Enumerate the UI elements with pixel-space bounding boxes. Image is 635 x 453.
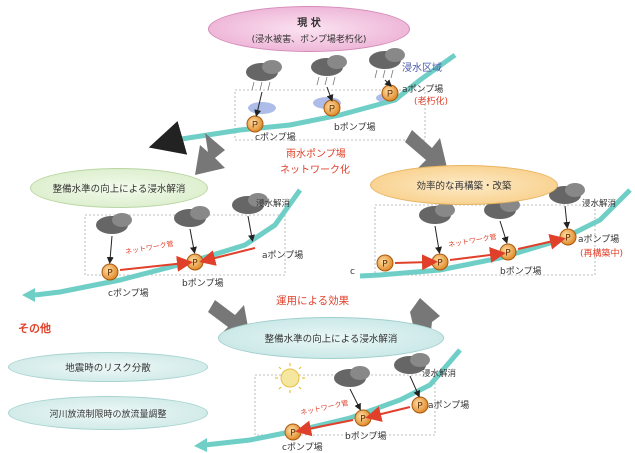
top-b-pump-label: bポンプ場	[334, 123, 376, 133]
operation-effect-label: 運用による効果	[276, 295, 350, 307]
flow-arrows	[195, 130, 448, 340]
network-note-line1: 雨水ポンプ場	[286, 149, 346, 160]
sun-icon	[275, 363, 305, 393]
svg-text:P: P	[387, 89, 393, 99]
svg-text:P: P	[107, 269, 113, 279]
left-a-pump: aポンプ場	[262, 251, 304, 261]
cloud-icon	[96, 213, 132, 234]
cloud-icon	[369, 48, 405, 69]
down-left-arrow	[195, 133, 225, 175]
cloud-icon	[334, 366, 370, 387]
svg-text:P: P	[360, 415, 366, 425]
right-b-pump: bポンプ場	[500, 267, 542, 277]
cloud-icon	[394, 353, 430, 374]
other-heading: その他	[18, 322, 51, 335]
top-a-aging-label: (老朽化)	[414, 97, 449, 107]
bottom-c-pump: cポンプ場	[282, 443, 323, 453]
svg-text:P: P	[565, 234, 571, 244]
right-mid-title: 効率的な再構築・改築	[416, 181, 512, 192]
right-c-pump: c	[350, 267, 355, 277]
bottom-oval: 整備水準の向上による浸水解消	[218, 317, 444, 359]
cloud-icon	[311, 55, 347, 76]
svg-text:P: P	[382, 260, 388, 270]
bottom-a-pump: aポンプ場	[428, 401, 470, 411]
cloud-icon	[246, 60, 282, 81]
right-mid-oval: 効率的な再構築・改築	[370, 165, 558, 205]
svg-text:P: P	[252, 120, 258, 130]
current-state-oval: 現 状 (浸水被害、ポンプ場老朽化)	[208, 6, 410, 52]
svg-text:P: P	[329, 104, 335, 114]
current-state-title: 現 状	[297, 17, 321, 29]
svg-text:P: P	[505, 249, 511, 259]
svg-text:P: P	[437, 259, 443, 269]
svg-text:P: P	[192, 259, 198, 269]
left-mid-panel: P P	[22, 188, 303, 302]
cloud-icon	[174, 206, 210, 227]
top-c-pump-label: cポンプ場	[255, 133, 296, 143]
flood-puddle	[248, 102, 276, 114]
bottom-title: 整備水準の向上による浸水解消	[264, 334, 398, 345]
network-note-line2: ネットワーク化	[280, 165, 350, 176]
top-panel: P P P	[148, 48, 457, 155]
left-flood-resolved: 浸水解消	[256, 199, 291, 209]
svg-text:P: P	[417, 402, 423, 412]
cloud-icon	[232, 193, 268, 214]
right-mid-panel: P P P P	[359, 183, 632, 279]
cloud-icon	[549, 183, 585, 204]
left-b-pump: bポンプ場	[182, 279, 224, 289]
left-mid-oval: 整備水準の向上による浸水解消	[30, 168, 208, 208]
svg-text:P: P	[290, 429, 296, 439]
other-item2: 河川放流制限時の放流量調整	[49, 409, 167, 420]
river	[174, 52, 457, 143]
right-a-rebuild: (再構築中)	[580, 249, 624, 259]
cloud-icon	[419, 203, 455, 224]
bottom-b-pump: bポンプ場	[345, 432, 387, 442]
other-item1: 地震時のリスク分散	[65, 363, 151, 374]
bottom-flood-resolved: 浸水解消	[422, 369, 457, 379]
top-a-pump-label: aポンプ場	[402, 85, 444, 95]
down-right-arrow	[405, 130, 448, 172]
current-state-subtitle: (浸水被害、ポンプ場老朽化)	[251, 34, 367, 45]
flood-area-label: 浸水区域	[402, 63, 442, 74]
other-item1-oval: 地震時のリスク分散	[8, 352, 208, 382]
right-a-pump: aポンプ場	[578, 235, 620, 245]
right-flood-resolved: 浸水解消	[582, 199, 617, 209]
left-c-pump: cポンプ場	[108, 289, 149, 299]
bottom-panel: P P P	[194, 348, 462, 452]
left-mid-title: 整備水準の向上による浸水解消	[52, 184, 186, 195]
other-item2-oval: 河川放流制限時の放流量調整	[8, 396, 208, 430]
